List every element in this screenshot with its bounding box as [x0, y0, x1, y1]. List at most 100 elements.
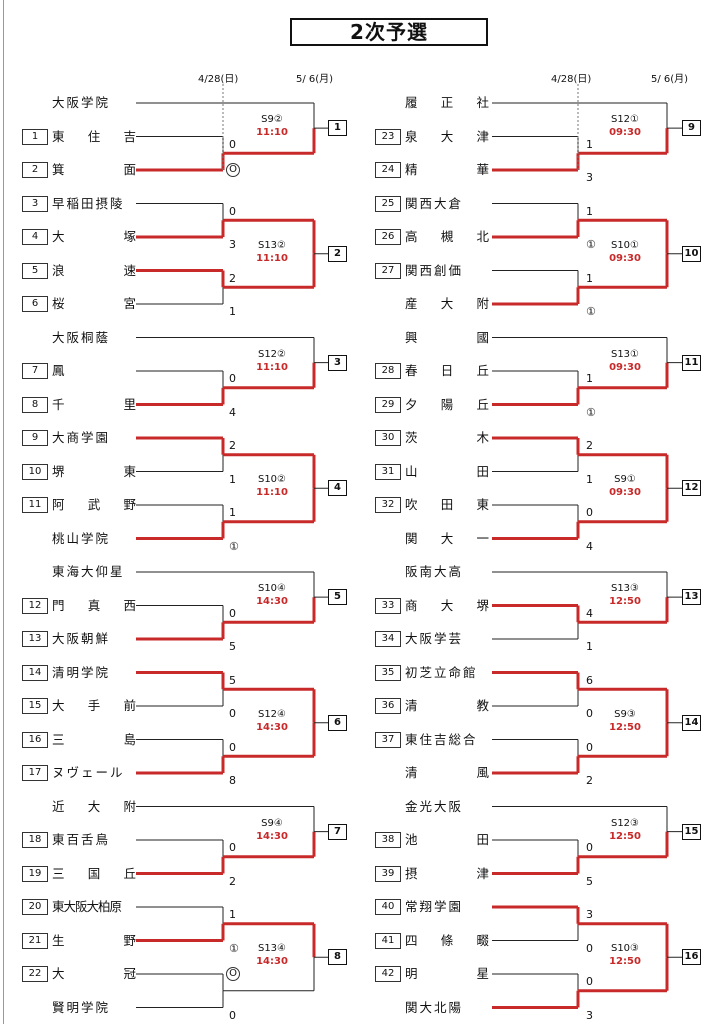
team-name: 阿武野: [52, 497, 136, 513]
team-name: 関大一: [405, 531, 489, 547]
team-name-char: 塚: [123, 229, 136, 244]
team-name-char: 桜: [52, 296, 65, 311]
team-number: 36: [375, 698, 401, 714]
team-name-char: 池: [405, 832, 418, 847]
team-number: 40: [375, 899, 401, 915]
team-name: 東住吉総合: [405, 731, 478, 747]
schedule-slot: S10③: [610, 943, 640, 955]
match-number-box: 12: [682, 480, 701, 497]
team-score: 0: [229, 372, 236, 385]
match-number-box: 5: [328, 589, 347, 606]
team-number: 22: [22, 966, 48, 982]
schedule-time: 12:50: [609, 596, 641, 608]
team-score: 8: [229, 774, 236, 787]
match-number-box: 3: [328, 354, 347, 371]
team-name: 東大阪大柏原: [52, 899, 122, 914]
team-score: 0: [586, 941, 593, 955]
team-number: 17: [22, 765, 48, 781]
team-name-char: 春: [405, 363, 418, 378]
team-name: 吹田東: [405, 497, 489, 513]
team-name-char: 野: [123, 932, 136, 948]
team-score: 0: [586, 841, 593, 854]
match-number-box: 16: [682, 949, 701, 966]
team-name-char: 冠: [123, 966, 136, 981]
team-name-char: 浪: [52, 262, 65, 278]
team-name: 金光大阪: [405, 798, 464, 814]
match-number-box: 4: [328, 480, 347, 497]
team-name: 大阪学院: [52, 95, 111, 110]
team-number: 12: [22, 597, 48, 614]
team-name-char: 関: [405, 530, 418, 546]
team-name: 山田: [405, 464, 489, 480]
team-name: 大商学園: [52, 430, 111, 445]
team-name: 初芝立命館: [405, 664, 478, 680]
team-number: 32: [375, 497, 401, 513]
team-name-char: 堺: [476, 597, 489, 613]
team-name-char: 真: [87, 597, 101, 613]
team-name-char: 津: [476, 865, 489, 881]
team-score: 5: [229, 673, 236, 687]
schedule-slot: S13④: [257, 943, 287, 955]
team-name: 摂津: [405, 866, 489, 882]
team-score: ①: [229, 539, 239, 553]
team-name-char: 高: [405, 229, 418, 244]
match-number-box: 8: [328, 949, 347, 966]
team-name-char: 明: [405, 966, 418, 981]
team-number: 23: [375, 128, 401, 145]
schedule-slot: S12③: [610, 817, 640, 829]
left-date-round2: 5/ 6(月): [296, 74, 334, 85]
team-number: 2: [22, 162, 48, 178]
team-name-char: 阿: [52, 497, 65, 512]
team-score: 0: [586, 707, 593, 720]
team-number: 19: [22, 865, 48, 882]
schedule-time: 12:50: [609, 956, 641, 968]
team-score: O: [226, 967, 240, 981]
team-name-char: 附: [123, 798, 136, 814]
match-number-box: 13: [682, 589, 701, 606]
team-name-char: 箕: [52, 162, 65, 177]
schedule-slot: S9①: [614, 474, 636, 486]
team-name-char: 田: [476, 832, 489, 847]
team-number: 28: [375, 363, 401, 379]
team-name: 東住吉: [52, 129, 136, 145]
team-name-char: 東: [123, 463, 136, 479]
team-name-char: 摂: [405, 865, 418, 881]
team-name-char: 鳳: [52, 363, 65, 378]
schedule-slot: S9③: [614, 708, 636, 720]
team-score: 3: [586, 171, 593, 184]
team-number: 29: [375, 396, 401, 413]
team-score: 3: [229, 238, 236, 251]
team-name-char: 履: [405, 95, 418, 110]
team-number: 27: [375, 262, 401, 279]
team-score: 3: [586, 908, 593, 921]
team-name: 産大附: [405, 296, 489, 312]
team-name-char: 住: [87, 128, 101, 144]
schedule-time: 09:30: [609, 252, 641, 264]
team-score: 0: [229, 137, 236, 151]
team-name-char: 前: [123, 698, 136, 713]
team-name: 関西創価: [405, 262, 464, 278]
team-name-char: 武: [87, 497, 101, 512]
team-name: 池田: [405, 832, 489, 848]
team-score: 1: [586, 271, 593, 285]
team-name-char: 一: [476, 530, 489, 546]
team-number: 38: [375, 832, 401, 848]
team-number: 20: [22, 899, 48, 915]
team-score: O: [226, 163, 240, 177]
team-score: 5: [586, 874, 593, 888]
schedule-time: 11:10: [256, 487, 288, 499]
team-score: 0: [229, 1008, 236, 1022]
team-name-char: 精: [405, 162, 418, 177]
team-score: 0: [229, 606, 236, 620]
team-name: 桜宮: [52, 296, 136, 312]
team-score: 4: [586, 606, 593, 620]
team-score: ①: [586, 405, 596, 419]
team-name-char: 國: [476, 329, 489, 345]
match-number-box: 9: [682, 120, 701, 137]
team-number: 9: [22, 430, 48, 446]
team-score: 0: [586, 975, 593, 988]
team-number: 24: [375, 162, 401, 178]
